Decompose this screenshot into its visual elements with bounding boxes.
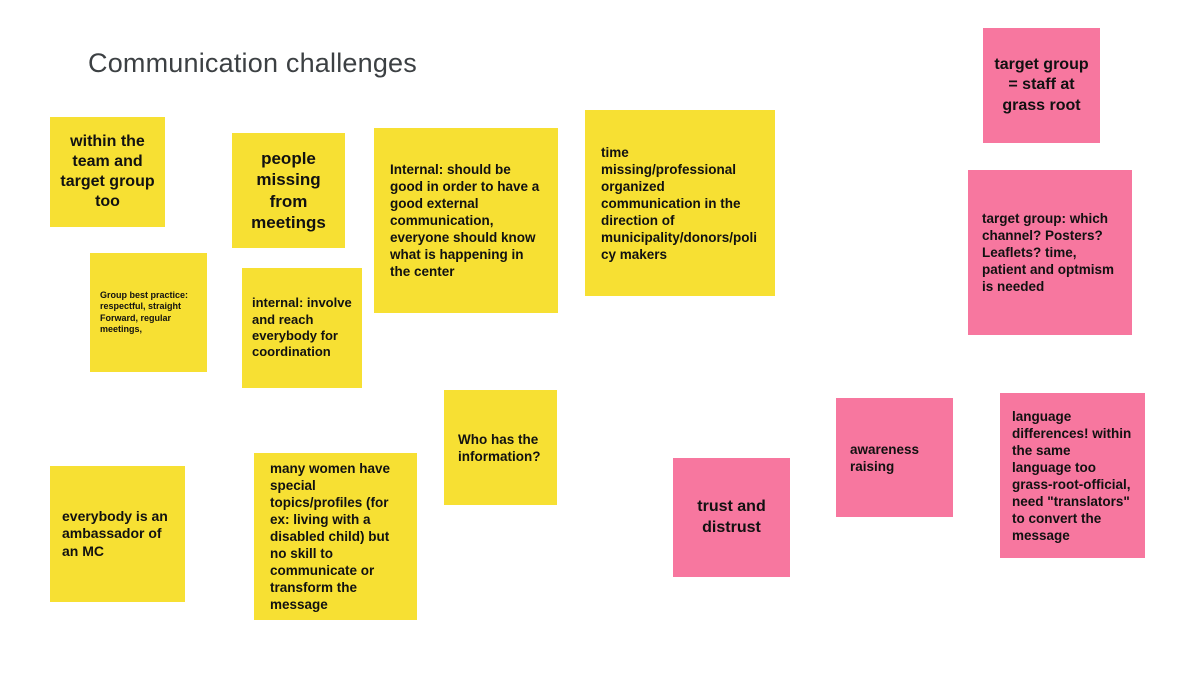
sticky-note-internal-involve-and-reach[interactable]: internal: involve and reach everybody fo… [242,268,362,388]
sticky-note-text: people missing from meetings [251,148,326,232]
sticky-note-time-missing-professional[interactable]: time missing/professional organized comm… [585,110,775,296]
sticky-note-target-group-staff-at-grass-root[interactable]: target group = staff at grass root [983,28,1100,143]
sticky-note-language-differences[interactable]: language differences! within the same la… [1000,393,1145,558]
sticky-note-awareness-raising[interactable]: awareness raising [836,398,953,517]
sticky-note-internal-should-be-good[interactable]: Internal: should be good in order to hav… [374,128,558,313]
sticky-note-text: time missing/professional organized comm… [601,144,758,262]
sticky-note-who-has-the-information[interactable]: Who has the information? [444,390,557,505]
sticky-note-text: target group = staff at grass root [994,56,1094,114]
sticky-note-text: Internal: should be good in order to hav… [390,162,544,279]
sticky-note-group-best-practice[interactable]: Group best practice: respectful, straigh… [90,253,207,372]
sticky-note-text: Who has the information? [458,431,543,464]
sticky-note-everybody-is-an-ambassador[interactable]: everybody is an ambassador of an MC [50,466,185,602]
sticky-note-text: everybody is an ambassador of an MC [62,507,172,559]
sticky-note-trust-and-distrust[interactable]: trust and distrust [673,458,790,577]
sticky-note-text: within the team and target group too [60,132,160,211]
page-title: Communication challenges [88,48,417,78]
sticky-note-text: Group best practice: respectful, straigh… [100,289,191,334]
sticky-note-text: language differences! within the same la… [1012,408,1136,543]
sticky-note-text: internal: involve and reach everybody fo… [252,295,356,360]
sticky-note-text: many women have special topics/profiles … [270,461,394,612]
sticky-note-text: target group: which channel? Posters? Le… [982,211,1118,294]
sticky-note-within-the-team[interactable]: within the team and target group too [50,117,165,227]
sticky-note-many-women-have-special-topics[interactable]: many women have special topics/profiles … [254,453,417,620]
sticky-note-text: trust and distrust [697,498,771,536]
sticky-note-people-missing-from-meetings[interactable]: people missing from meetings [232,133,345,248]
sticky-note-text: awareness raising [850,441,923,474]
sticky-note-target-group-which-channel[interactable]: target group: which channel? Posters? Le… [968,170,1132,335]
